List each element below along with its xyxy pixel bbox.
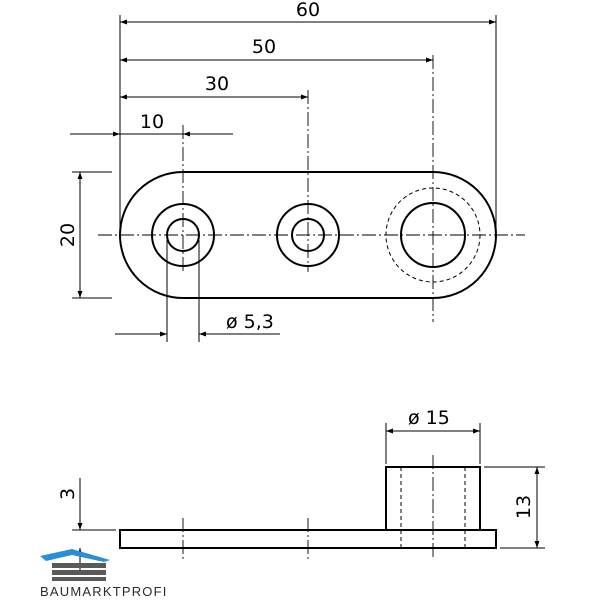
dim-label-60: 60	[296, 0, 320, 21]
dim-label-30: 30	[205, 73, 229, 95]
top-view: 60 50 30 10 20 ø 5,3	[57, 0, 525, 342]
logo-text: BAUMARKTPROFI	[40, 584, 168, 599]
brand-logo: BAUMARKTPROFI	[40, 549, 168, 599]
dim-label-15: ø 15	[408, 407, 450, 429]
dim-label-hole: ø 5,3	[226, 311, 274, 333]
dim-label-3: 3	[57, 488, 79, 500]
side-view: ø 15 13 3	[57, 407, 545, 570]
logo-bar-1	[52, 563, 106, 568]
logo-roof-icon	[40, 549, 110, 562]
side-boss	[385, 466, 481, 531]
dim-label-13: 13	[513, 495, 535, 519]
logo-bar-3	[52, 577, 106, 581]
dim-label-10: 10	[140, 111, 164, 133]
logo-bar-2	[52, 570, 106, 575]
dim-label-50: 50	[252, 36, 276, 58]
dim-label-20: 20	[57, 223, 79, 247]
